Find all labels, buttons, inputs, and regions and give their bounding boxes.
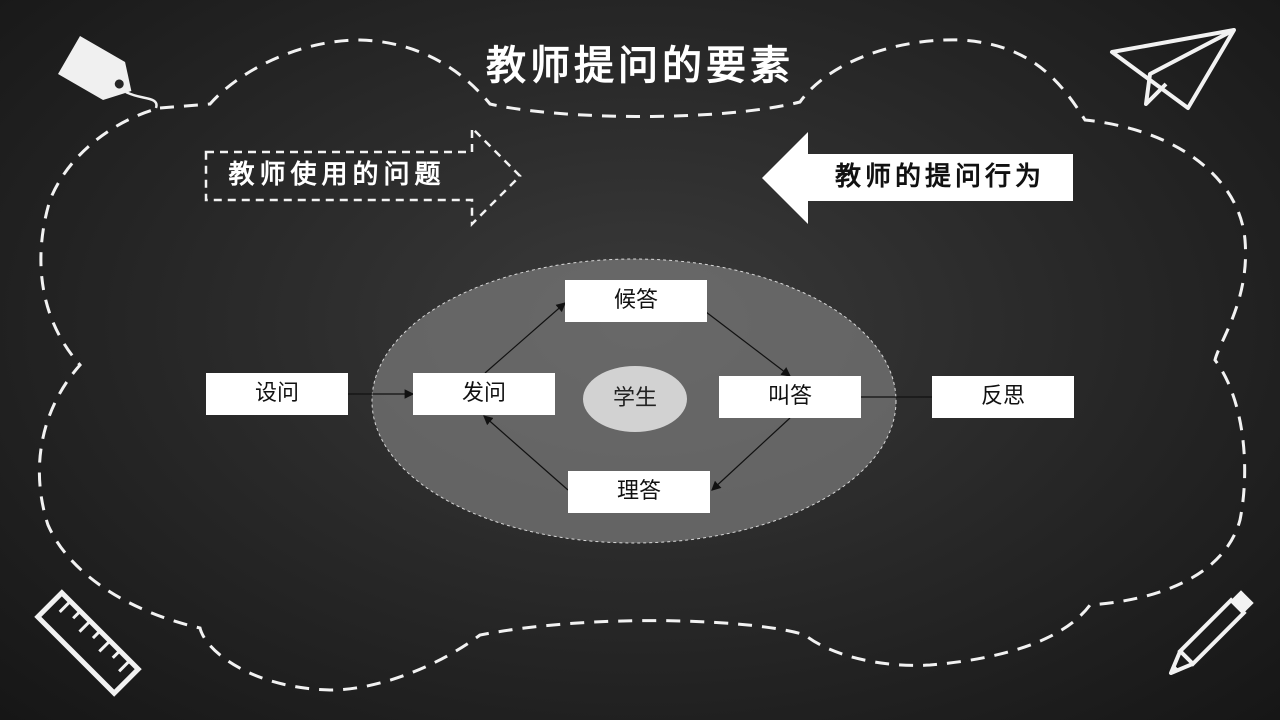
- price-tag-icon: [58, 35, 132, 101]
- arrow-lida-to-fawen: [483, 415, 569, 491]
- arrow-fawen-to-houda: [484, 302, 566, 374]
- node-houda: 候答: [565, 280, 707, 322]
- arrow-jiaoda-to-lida: [711, 417, 791, 491]
- tag-string: [125, 90, 158, 109]
- teacher-questions-label: 教师使用的问题: [228, 160, 446, 190]
- node-shewen: 设问: [206, 373, 348, 415]
- node-fansi: 反思: [932, 376, 1074, 418]
- arrow-houda-to-jiaoda: [705, 311, 791, 377]
- pencil-icon: [1168, 590, 1254, 676]
- node-lida: 理答: [568, 471, 710, 513]
- right-tag-arrow-shape: [762, 132, 1073, 224]
- page-title: 教师提问的要素: [486, 42, 794, 89]
- teacher-questioning-behavior-label: 教师的提问行为: [834, 162, 1045, 192]
- node-student: 学生: [583, 366, 687, 432]
- left-tag-arrow-outline: [204, 124, 522, 228]
- node-fawen: 发问: [413, 373, 555, 415]
- ruler-icon: [34, 589, 142, 697]
- node-jiaoda: 叫答: [719, 376, 861, 418]
- paper-plane-icon: [1110, 28, 1236, 110]
